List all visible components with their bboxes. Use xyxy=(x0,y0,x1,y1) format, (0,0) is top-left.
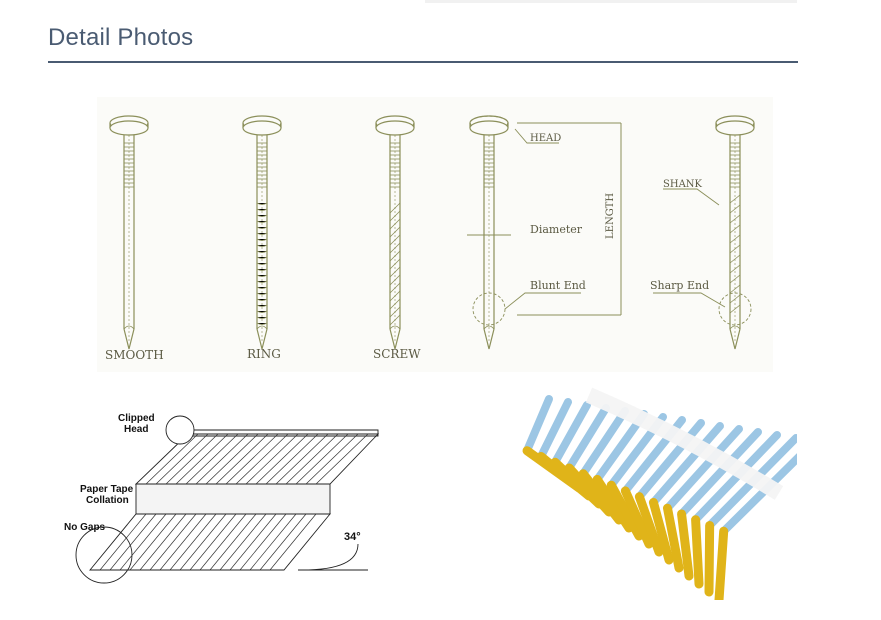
paper-tape-label-line2: Collation xyxy=(86,495,129,506)
product-photo xyxy=(439,383,797,600)
nail-types-drawing: SMOOTH RING SCREW HEAD Diameter LENGTH B… xyxy=(105,115,755,362)
shank-label: SHANK xyxy=(663,179,703,190)
nail-types-diagram: SMOOTH RING SCREW HEAD Diameter LENGTH B… xyxy=(97,97,773,372)
no-gaps-label: No Gaps xyxy=(64,522,106,533)
collation-diagram: Clipped Head Paper Tape Collation No Gap… xyxy=(58,400,388,596)
top-edge-strip xyxy=(425,0,797,3)
length-label: LENGTH xyxy=(605,193,616,239)
blunt-end-label: Blunt End xyxy=(530,279,586,292)
ring-nail-figure xyxy=(242,115,282,350)
collated-nails-photo xyxy=(522,387,797,600)
ring-label: RING xyxy=(247,347,281,361)
paper-tape-label-line1: Paper Tape xyxy=(80,484,134,495)
title-underline xyxy=(48,61,798,63)
section-title: Detail Photos xyxy=(48,24,194,51)
shank-nail-figure xyxy=(715,115,755,350)
smooth-nail-figure xyxy=(109,115,149,350)
clipped-head-label-line2: Head xyxy=(124,424,148,435)
anatomy-nail-figure xyxy=(467,115,511,350)
screw-nail-figure xyxy=(375,115,415,350)
sharp-end-label: Sharp End xyxy=(650,279,709,292)
smooth-label: SMOOTH xyxy=(105,348,164,362)
diameter-label: Diameter xyxy=(530,223,583,236)
screw-label: SCREW xyxy=(373,347,421,361)
nail-strip-outline xyxy=(75,415,380,584)
head-label: HEAD xyxy=(530,133,561,144)
clipped-head-label-line1: Clipped xyxy=(118,413,155,424)
collation-drawing: Clipped Head Paper Tape Collation No Gap… xyxy=(64,413,380,584)
label-leader-lines xyxy=(504,128,726,310)
nail-shank-lines xyxy=(99,433,369,571)
angle-label: 34° xyxy=(344,531,361,543)
length-dimension-line xyxy=(517,122,622,316)
